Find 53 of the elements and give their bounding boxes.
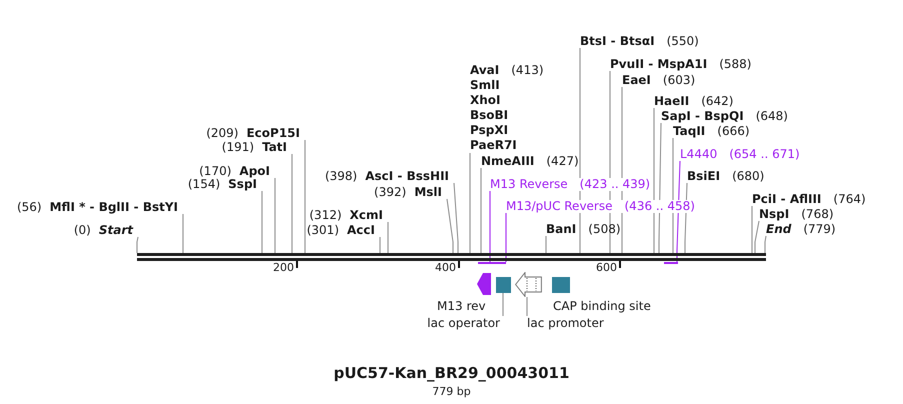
cut-site-label: (312) XcmI bbox=[309, 209, 388, 222]
cut-site-label: (154) SspI bbox=[188, 178, 262, 191]
square-icon bbox=[496, 277, 511, 293]
cut-site-label: (170) ApoI bbox=[199, 165, 275, 178]
primer-label: M13/pUC Reverse (436 .. 458) bbox=[506, 200, 695, 213]
leader-line bbox=[676, 160, 680, 262]
cut-site-label: (301) AccI bbox=[306, 224, 380, 237]
cut-site-label: BtsI - BtsαI (550) bbox=[580, 35, 699, 48]
cut-site-label: TaqII (666) bbox=[673, 125, 750, 138]
cut-site-label: (209) EcoP15I bbox=[206, 127, 305, 140]
cut-site-label: (56) MflI * - BglII - BstYI bbox=[16, 201, 183, 214]
scale-number: 400 bbox=[435, 262, 456, 274]
leader-line bbox=[480, 168, 482, 254]
cut-site-label: (191) TatI bbox=[222, 141, 292, 154]
scale-number: 600 bbox=[596, 262, 617, 274]
outline-arrow-icon bbox=[515, 272, 542, 297]
feature-label: lac promoter bbox=[527, 316, 604, 330]
cut-site-label: End (779) bbox=[766, 223, 836, 236]
dna-backbone bbox=[137, 253, 766, 261]
primer-label: L4440 (654 .. 671) bbox=[680, 148, 800, 161]
leader-line bbox=[672, 138, 674, 254]
cut-site-label: NmeAIII (427) bbox=[481, 155, 579, 168]
feature-label: M13 rev bbox=[437, 299, 486, 313]
cut-site-label: NspI (768) bbox=[759, 208, 834, 221]
cut-site-label: EaeI (603) bbox=[622, 74, 696, 87]
cut-site-label: (392) MslI bbox=[374, 186, 447, 199]
scale-number: 200 bbox=[273, 262, 294, 274]
map-title: pUC57-Kan_BR29_00043011 bbox=[334, 364, 570, 382]
leader-line bbox=[454, 182, 458, 254]
cut-site-label: SapI - BspQI (648) bbox=[661, 110, 788, 123]
cut-site-label: BanI (508) bbox=[546, 223, 621, 236]
cut-site-label: BsiEI (680) bbox=[687, 170, 764, 183]
cut-site-label: (398) AscI - BssHII bbox=[324, 170, 454, 183]
leader-line bbox=[764, 236, 766, 254]
leader-line bbox=[684, 182, 688, 254]
cut-site-label: (0) Start bbox=[74, 224, 138, 237]
sequence-length: 779 bp bbox=[432, 385, 471, 398]
leader-line bbox=[658, 122, 662, 254]
cut-site-label: HaeII (642) bbox=[654, 95, 734, 108]
feature-label: lac operator bbox=[427, 316, 503, 330]
cut-site-label: PvuII - MspA1I (588) bbox=[610, 58, 752, 71]
leader-line bbox=[304, 140, 306, 254]
leader-line bbox=[274, 178, 276, 254]
leader-line bbox=[526, 296, 528, 316]
leader-line bbox=[754, 220, 760, 254]
cut-site-label: PciI - AflIII (764) bbox=[752, 193, 866, 206]
leader-line bbox=[446, 198, 454, 254]
primer-label: M13 Reverse (423 .. 439) bbox=[490, 178, 650, 191]
leader-line bbox=[182, 214, 184, 254]
leader-line bbox=[136, 236, 138, 254]
cut-site-label: AvaI (413) SmlI XhoI BsoBI PspXI PaeR7I bbox=[470, 63, 544, 153]
leader-line bbox=[502, 292, 504, 316]
feature-label: CAP binding site bbox=[553, 299, 651, 313]
